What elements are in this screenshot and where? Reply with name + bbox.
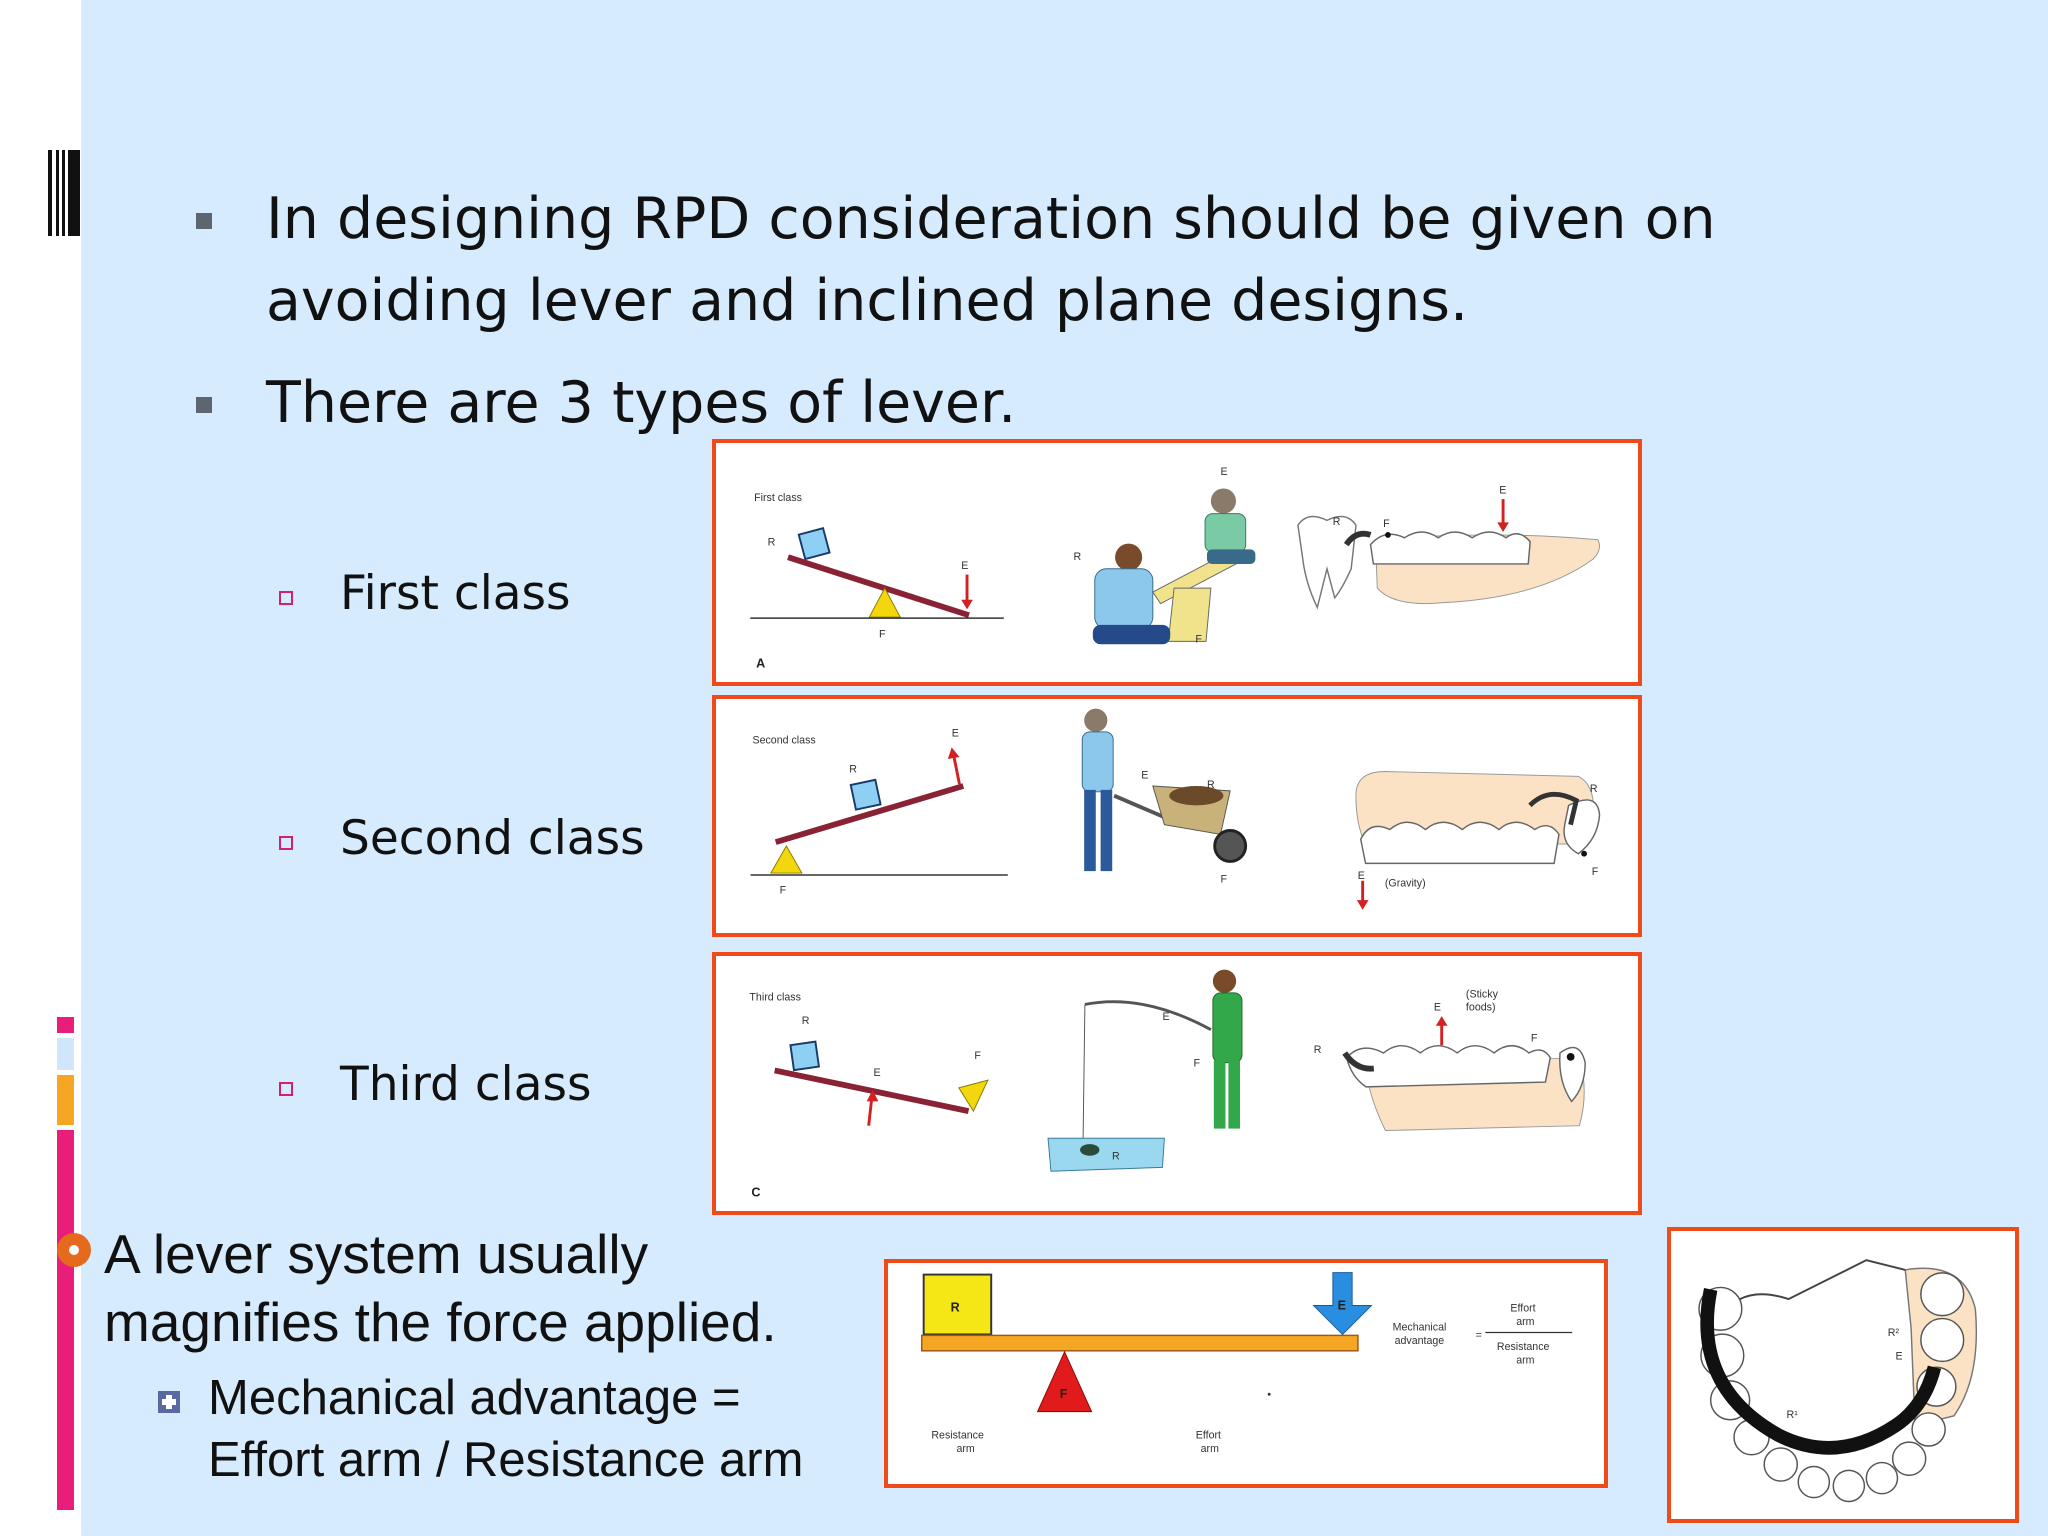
diagram-title: Third class — [749, 992, 801, 1004]
svg-text:F: F — [780, 884, 787, 896]
svg-text:arm: arm — [1516, 1354, 1534, 1366]
sub-bullet-marker — [279, 836, 293, 850]
bullet-1-line-1: In designing RPD consideration should be… — [266, 186, 1716, 252]
svg-text:=: = — [1476, 1329, 1482, 1341]
svg-text:A: A — [756, 656, 765, 670]
svg-text:R²: R² — [1888, 1327, 1900, 1339]
sub-bullet-plus-icon-mark — [162, 1399, 176, 1405]
svg-text:arm: arm — [1516, 1316, 1534, 1328]
svg-text:R: R — [802, 1015, 810, 1027]
svg-text:R: R — [951, 1300, 960, 1314]
accent-bar-pink-top — [57, 1017, 74, 1033]
decorative-bars-icon — [48, 150, 80, 236]
second-class-label: Second class — [340, 811, 645, 866]
svg-text:R: R — [1112, 1151, 1120, 1163]
svg-text:arm: arm — [1201, 1443, 1219, 1455]
diagram-title: Second class — [753, 734, 816, 746]
svg-text:E: E — [1896, 1350, 1903, 1362]
first-class-diagram: First class R F E A E R F — [712, 439, 1642, 686]
mechanical-advantage-diagram: R F E Resistance arm Effort arm Mechanic… — [884, 1259, 1608, 1488]
mechanical-advantage-line-1: Mechanical advantage = — [208, 1371, 741, 1425]
svg-text:arm: arm — [956, 1443, 974, 1455]
svg-text:R: R — [1333, 516, 1341, 528]
bullet-2: There are 3 types of lever. — [266, 370, 1017, 436]
svg-text:R: R — [1590, 783, 1598, 795]
svg-text:E: E — [1358, 870, 1365, 882]
lever-system-line-1: A lever system usually — [104, 1223, 649, 1285]
svg-text:Mechanical: Mechanical — [1393, 1322, 1447, 1334]
svg-text:E: E — [1338, 1298, 1346, 1312]
sub-bullet-marker — [279, 591, 293, 605]
accent-bar-pink — [57, 1130, 74, 1510]
diagram-title: First class — [754, 492, 802, 504]
svg-text:F: F — [974, 1050, 981, 1062]
svg-text:F: F — [1383, 518, 1390, 530]
mechanical-advantage-line-2: Effort arm / Resistance arm — [208, 1433, 804, 1487]
svg-text:R: R — [768, 537, 776, 549]
dental-arch-diagram: R¹ R² E — [1667, 1227, 2019, 1523]
svg-text:E: E — [1499, 484, 1506, 496]
lever-system-line-2: magnifies the force applied. — [104, 1291, 777, 1353]
svg-text:(Gravity): (Gravity) — [1385, 878, 1426, 890]
svg-text:R: R — [1314, 1044, 1322, 1056]
svg-text:E: E — [952, 728, 959, 740]
svg-text:E: E — [874, 1067, 881, 1079]
target-bullet-icon-center — [69, 1245, 79, 1255]
svg-text:R: R — [849, 763, 857, 775]
svg-text:F: F — [879, 628, 886, 640]
svg-text:Effort: Effort — [1510, 1302, 1535, 1314]
second-class-diagram: Second class R F E E R F — [712, 695, 1642, 937]
svg-text:foods): foods) — [1466, 1001, 1496, 1013]
accent-bar-lightblue — [57, 1038, 74, 1070]
svg-text:(Sticky: (Sticky — [1466, 989, 1499, 1001]
accent-bar-orange — [57, 1075, 74, 1125]
svg-text:E: E — [1434, 1001, 1441, 1013]
svg-text:F: F — [1221, 874, 1228, 886]
third-class-diagram: Third class R F E C E F R — [712, 952, 1642, 1215]
svg-text:F: F — [1060, 1387, 1068, 1401]
svg-text:E: E — [1162, 1011, 1169, 1023]
svg-text:E: E — [1221, 466, 1228, 478]
svg-text:Resistance: Resistance — [1497, 1341, 1550, 1353]
svg-text:E: E — [961, 560, 968, 572]
svg-text:F: F — [1193, 1058, 1200, 1070]
svg-text:F: F — [1592, 866, 1599, 878]
svg-text:F: F — [1531, 1032, 1538, 1044]
bullet-marker — [196, 213, 212, 229]
svg-text:R: R — [1073, 551, 1081, 563]
svg-text:advantage: advantage — [1395, 1335, 1445, 1347]
svg-text:Effort: Effort — [1196, 1430, 1221, 1442]
svg-text:Resistance: Resistance — [931, 1430, 984, 1442]
first-class-label: First class — [340, 566, 571, 621]
svg-text:F: F — [1195, 633, 1202, 645]
svg-text:E: E — [1141, 769, 1148, 781]
svg-text:R: R — [1207, 779, 1215, 791]
bullet-1-line-2: avoiding lever and inclined plane design… — [266, 268, 1469, 334]
svg-text:R¹: R¹ — [1787, 1409, 1799, 1421]
third-class-label: Third class — [340, 1057, 592, 1112]
sub-bullet-marker — [279, 1082, 293, 1096]
svg-text:C: C — [751, 1185, 760, 1199]
bullet-marker — [196, 397, 212, 413]
